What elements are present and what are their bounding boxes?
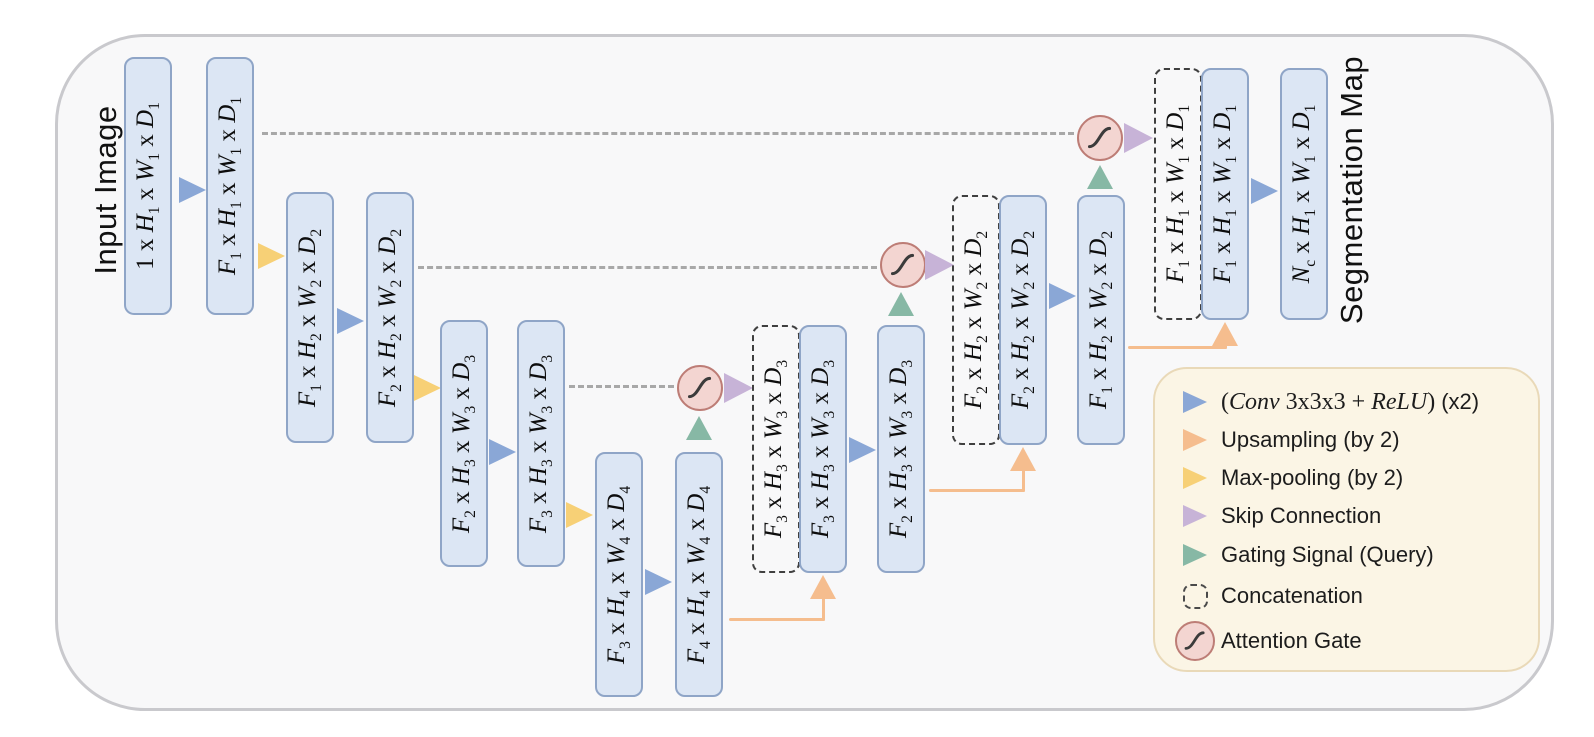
conv-arrow — [1049, 283, 1076, 309]
legend-row-concatenation: Concatenation — [1169, 578, 1529, 614]
maxpool-arrow — [414, 375, 441, 401]
node-dec1-concat: F1 x H1 x W1 x D1 — [1154, 68, 1202, 320]
skip-connection-arrow — [1124, 123, 1153, 153]
maxpool-arrow-icon — [1169, 467, 1221, 489]
skip-connection-arrow — [925, 250, 954, 280]
node-enc3-conv-label: F3 x H3 x W3 x D3 — [525, 354, 556, 533]
node-dec3-conv-label: F2 x H3 x W3 x D3 — [885, 359, 916, 539]
skip-dashed-line-l1 — [262, 132, 1074, 135]
legend-label-upsampling: Upsampling (by 2) — [1221, 427, 1400, 452]
node-enc2-pool: F1 x H2 x W2 x D2 — [286, 192, 334, 443]
attention-gate-l3 — [677, 365, 723, 411]
node-dec3-concat-label: F3 x H3 x W3 x D3 — [760, 359, 791, 539]
node-dec1-upsampled-label: F1 x H1 x W1 x D1 — [1209, 104, 1240, 284]
node-dec2-upsampled-label: F2 x H2 x W2 x D2 — [1007, 230, 1038, 410]
conv-arrow — [337, 308, 364, 334]
skip-connection-arrow — [724, 373, 753, 403]
legend-label-gating: Gating Signal (Query) — [1221, 542, 1434, 567]
legend-label-concatenation: Concatenation — [1221, 583, 1363, 608]
conv-arrow — [489, 439, 516, 465]
node-output-label: Nc x H1 x W1 x D1 — [1288, 104, 1319, 284]
node-enc3-pool-label: F2 x H3 x W3 x D3 — [448, 354, 479, 533]
node-enc1-input-label: 1 x H1 x W1 x D1 — [132, 102, 163, 270]
legend-row-attention-gate: Attention Gate — [1169, 619, 1529, 663]
node-enc3-conv: F3 x H3 x W3 x D3 — [517, 320, 565, 567]
legend-label-conv: (Conv 3x3x3 + ReLU) (x2) — [1221, 388, 1480, 415]
upsample-arrow-line — [1022, 464, 1025, 492]
node-enc1-conv-label: F1 x H1 x W1 x D1 — [214, 96, 245, 276]
maxpool-arrow — [258, 243, 285, 269]
node-enc2-conv-label: F2 x H2 x W2 x D2 — [374, 228, 405, 407]
concatenation-box-icon — [1169, 583, 1221, 609]
upsample-arrow-head — [1010, 447, 1036, 471]
conv-arrow — [1251, 178, 1278, 204]
node-enc4-conv-label: F4 x H4 x W4 x D4 — [683, 485, 714, 664]
node-output: Nc x H1 x W1 x D1 — [1280, 68, 1328, 320]
node-enc3-pool: F2 x H3 x W3 x D3 — [440, 320, 488, 567]
node-dec3-upsampled: F3 x H3 x W3 x D3 — [799, 325, 847, 573]
upsample-arrow-line — [929, 489, 1025, 492]
upsample-arrow-line — [1128, 346, 1227, 349]
node-dec2-upsampled: F2 x H2 x W2 x D2 — [999, 195, 1047, 445]
segmentation-map-label: Segmentation Map — [1334, 55, 1369, 325]
legend-label-maxpooling: Max-pooling (by 2) — [1221, 465, 1404, 490]
node-enc4-pool-label: F3 x H4 x W4 x D4 — [603, 485, 634, 664]
upsample-arrow-line — [822, 592, 825, 621]
maxpool-arrow — [566, 502, 593, 528]
legend-row-skip: Skip Connection — [1169, 498, 1529, 534]
node-enc1-input: 1 x H1 x W1 x D1 — [124, 57, 172, 315]
gating-signal-arrow — [888, 292, 914, 316]
skip-dashed-line-l3 — [569, 385, 674, 388]
skip-dashed-line-l2 — [418, 266, 877, 269]
node-enc4-conv: F4 x H4 x W4 x D4 — [675, 452, 723, 697]
input-image-label: Input Image — [88, 105, 123, 275]
node-dec2-concat-label: F2 x H2 x W2 x D2 — [960, 230, 991, 410]
legend-row-conv: (Conv 3x3x3 + ReLU) (x2) — [1169, 384, 1529, 420]
node-dec3-conv: F2 x H3 x W3 x D3 — [877, 325, 925, 573]
upsample-arrow-line — [729, 618, 825, 621]
node-enc2-pool-label: F1 x H2 x W2 x D2 — [294, 228, 325, 407]
node-dec2-conv-label: F1 x H2 x W2 x D2 — [1085, 230, 1116, 410]
node-enc1-conv: F1 x H1 x W1 x D1 — [206, 57, 254, 315]
conv-arrow-icon — [1169, 391, 1221, 413]
node-dec3-upsampled-label: F3 x H3 x W3 x D3 — [807, 359, 838, 539]
gating-signal-arrow-icon — [1169, 544, 1221, 566]
node-dec1-concat-label: F1 x H1 x W1 x D1 — [1162, 104, 1193, 284]
legend-box — [1153, 367, 1540, 672]
node-dec1-upsampled: F1 x H1 x W1 x D1 — [1201, 68, 1249, 320]
legend-label-attention-gate: Attention Gate — [1221, 628, 1362, 653]
upsample-arrow-head — [810, 575, 836, 599]
node-enc4-pool: F3 x H4 x W4 x D4 — [595, 452, 643, 697]
upsample-arrow-icon — [1169, 429, 1221, 451]
node-enc2-conv: F2 x H2 x W2 x D2 — [366, 192, 414, 443]
legend-label-skip: Skip Connection — [1221, 503, 1382, 528]
gating-signal-arrow — [1087, 165, 1113, 189]
gating-signal-arrow — [686, 416, 712, 440]
attention-gate-l2 — [880, 242, 926, 288]
legend-row-gating: Gating Signal (Query) — [1169, 537, 1529, 573]
conv-arrow — [849, 437, 876, 463]
node-dec3-concat: F3 x H3 x W3 x D3 — [752, 325, 800, 573]
legend-row-maxpooling: Max-pooling (by 2) — [1169, 460, 1529, 496]
node-dec2-concat: F2 x H2 x W2 x D2 — [952, 195, 1000, 445]
attention-gate-icon — [1169, 621, 1221, 661]
upsample-arrow-head — [1212, 322, 1238, 346]
conv-arrow — [179, 177, 206, 203]
conv-arrow — [645, 569, 672, 595]
node-dec2-conv: F1 x H2 x W2 x D2 — [1077, 195, 1125, 445]
skip-connection-arrow-icon — [1169, 505, 1221, 527]
legend-row-upsampling: Upsampling (by 2) — [1169, 422, 1529, 458]
attention-gate-l1 — [1077, 115, 1123, 161]
